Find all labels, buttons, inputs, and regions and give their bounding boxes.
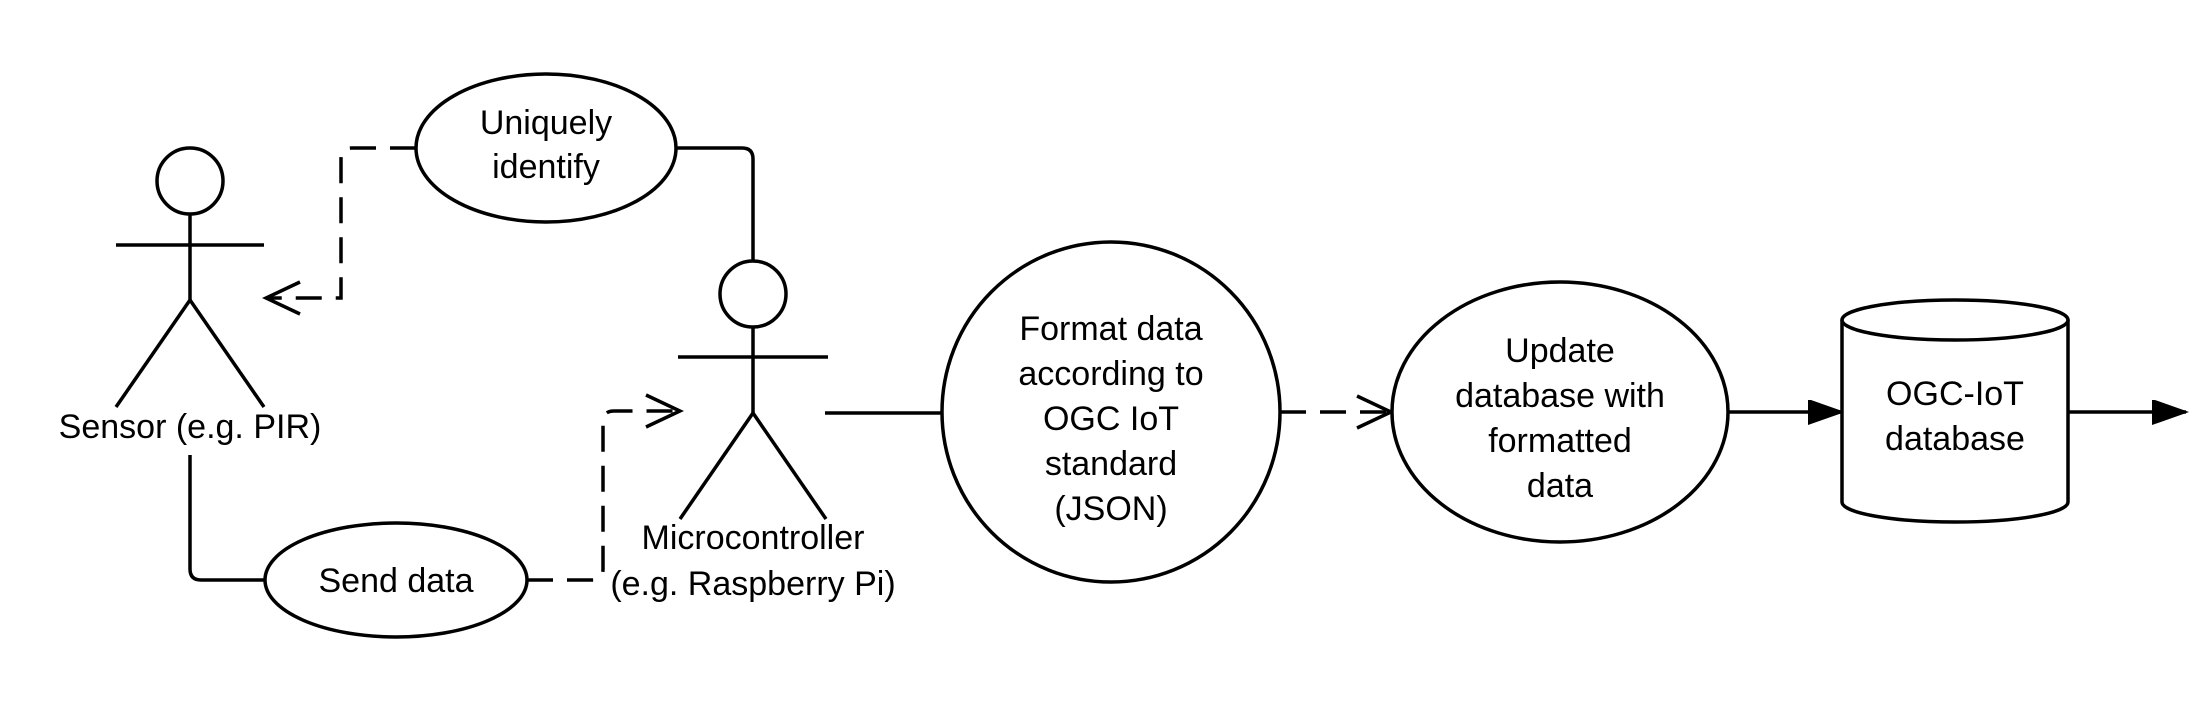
database-label-line2: database xyxy=(1885,420,2025,458)
format-data-line2: according to xyxy=(1018,355,1203,393)
database-label-line1: OGC-IoT xyxy=(1886,375,2024,413)
microcontroller-label-line2: (e.g. Raspberry Pi) xyxy=(610,565,895,603)
sensor-head xyxy=(155,146,225,216)
microcontroller-label-line1: Microcontroller xyxy=(642,519,865,557)
identify-sensor-dependency xyxy=(266,146,416,298)
format-data-line4: standard xyxy=(1045,445,1177,483)
microcontroller-head xyxy=(718,259,788,329)
microcontroller-actor xyxy=(678,259,828,520)
update-database-line1: Update xyxy=(1505,332,1615,370)
uniquely-identify-line2: identify xyxy=(492,148,600,186)
sensor-actor xyxy=(114,146,266,408)
format-data-line5: (JSON) xyxy=(1054,490,1167,528)
send-data-label: Send data xyxy=(318,562,473,600)
send-data-microcontroller-dependency xyxy=(527,411,680,582)
database-cylinder-icon xyxy=(1840,298,2070,524)
sensor-label: Sensor (e.g. PIR) xyxy=(59,408,322,446)
uniquely-identify-line1: Uniquely xyxy=(480,104,612,142)
format-data-line1: Format data xyxy=(1019,310,1202,348)
update-database-line2: database with xyxy=(1455,377,1665,415)
microcontroller-leg-right xyxy=(751,412,828,520)
sensor-send-data-link xyxy=(188,455,265,582)
format-data-line3: OGC IoT xyxy=(1043,400,1179,438)
microcontroller-leg-left xyxy=(678,412,755,520)
sensor-leg-right xyxy=(188,299,266,408)
update-database-line4: data xyxy=(1527,467,1593,505)
identify-microcontroller-link xyxy=(676,146,755,261)
sensor-leg-left xyxy=(114,299,192,408)
update-database-line3: formatted xyxy=(1488,422,1632,460)
